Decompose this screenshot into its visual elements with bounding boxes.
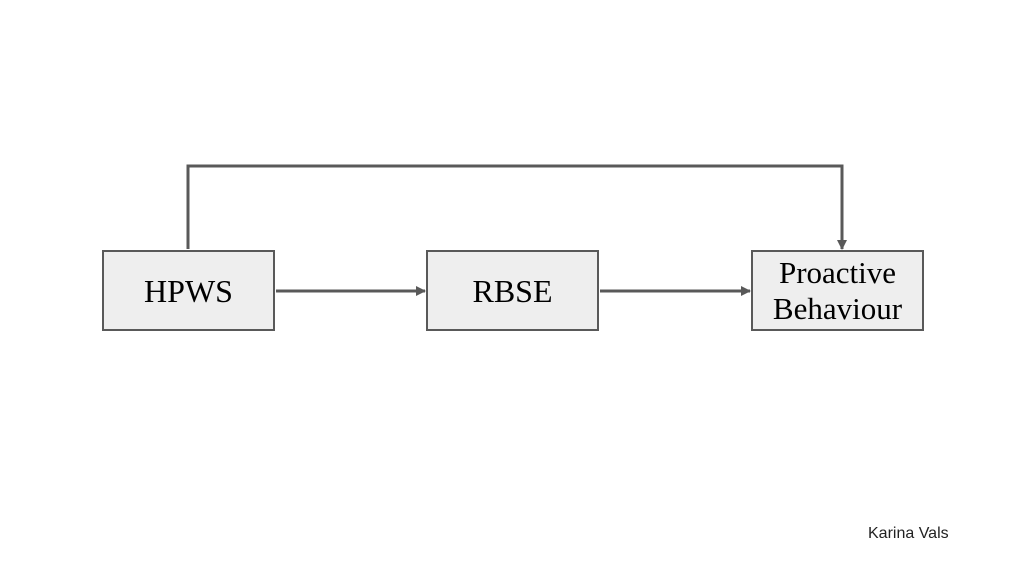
node-rbse: RBSE [426, 250, 599, 331]
node-hpws: HPWS [102, 250, 275, 331]
edge-hpws-to-proactive [186, 164, 847, 250]
node-proactive-label-line-1: Proactive [778, 254, 897, 290]
node-hpws-label: HPWS [144, 272, 233, 309]
author-name: Karina Vals [868, 525, 949, 542]
node-proactive-behaviour: Proactive Behaviour [751, 250, 924, 331]
node-rbse-label: RBSE [472, 272, 553, 309]
node-proactive-label-line-2: Behaviour [772, 290, 903, 326]
